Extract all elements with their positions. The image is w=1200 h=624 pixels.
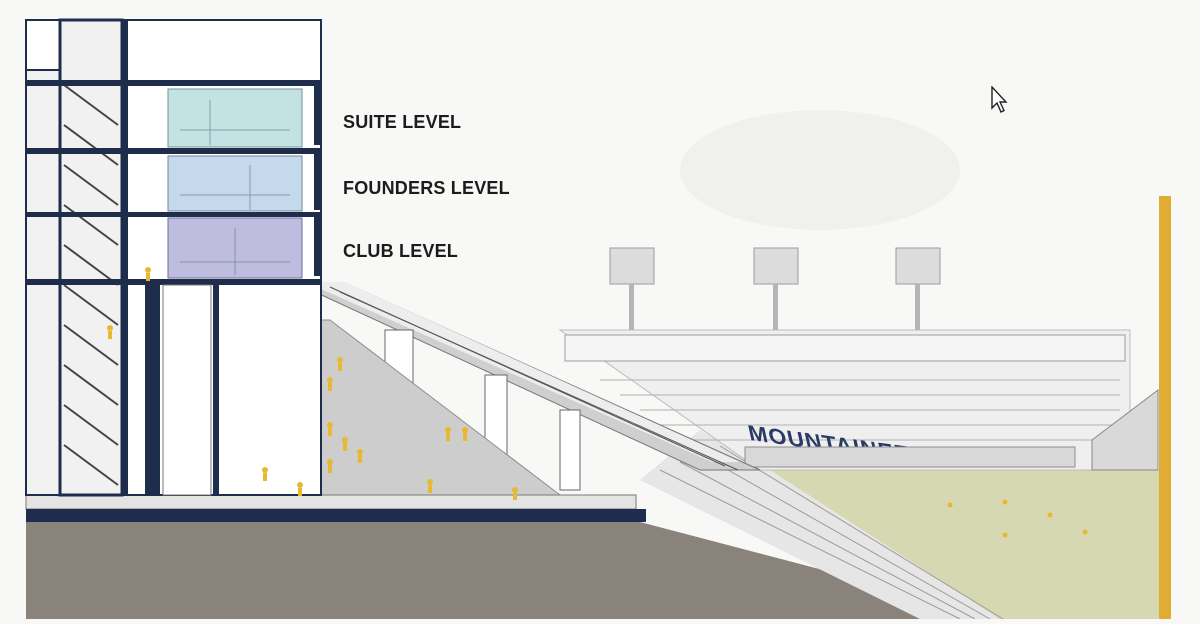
- founders-level-room: [167, 155, 303, 212]
- foundation-slab: [26, 509, 646, 522]
- ramp-column: [559, 409, 581, 491]
- people-bodies: [108, 273, 517, 500]
- club-level-label: CLUB LEVEL: [343, 241, 459, 261]
- haze-cloud: [680, 110, 960, 230]
- gold-accent-bar: [1159, 196, 1171, 619]
- ground-soil: [26, 522, 1010, 619]
- seating-rows: [329, 286, 739, 471]
- end-zone-boxes: [744, 446, 1076, 468]
- elevator-shaft: [145, 285, 160, 495]
- facade-fins: [314, 85, 321, 276]
- lower-bowl-rows: [659, 445, 1004, 620]
- lower-bowl: [640, 430, 1000, 619]
- room-details: [180, 100, 290, 275]
- suite-level-label: SUITE LEVEL: [343, 112, 462, 132]
- playing-field: [760, 470, 1160, 619]
- far-stand-rows: [600, 379, 1120, 441]
- tower-column: [122, 20, 128, 495]
- founders-level-label: FOUNDERS LEVEL: [343, 178, 510, 198]
- floodlight-icon: [753, 247, 799, 330]
- suite-level-room: [167, 88, 303, 148]
- seating-ramp-top: [305, 282, 740, 462]
- floodlight-icon: [895, 247, 941, 330]
- cursor-arrow-icon: [991, 86, 1008, 113]
- lower-hall: [162, 284, 212, 496]
- side-stand: [1091, 388, 1159, 471]
- base-platform: [25, 494, 637, 510]
- tower-column: [213, 285, 219, 495]
- stair-core: [58, 18, 124, 497]
- floodlight-icon: [609, 247, 655, 330]
- stairs: [63, 84, 119, 486]
- upper-deck-rail: [564, 334, 1126, 362]
- people-figures: [107, 267, 1088, 538]
- floor-slabs: [26, 80, 321, 285]
